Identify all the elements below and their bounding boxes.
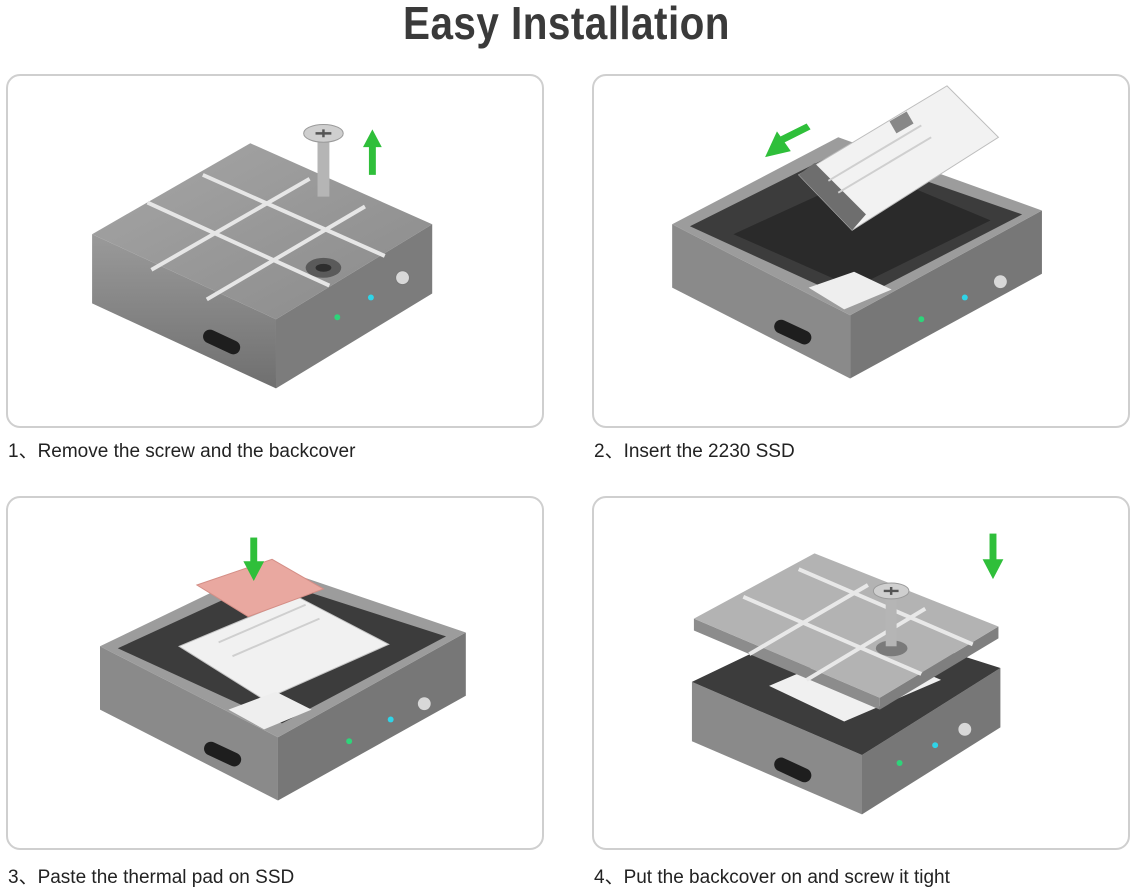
arrow-down-icon xyxy=(982,533,1004,580)
ssd-card xyxy=(797,85,1000,231)
step-4-image xyxy=(592,496,1130,850)
led-green xyxy=(918,316,925,323)
step-2-image xyxy=(592,74,1130,428)
step-2-caption: 2、Insert the 2230 SSD xyxy=(594,441,795,462)
usb-c-port xyxy=(774,319,812,345)
usb-c-port xyxy=(204,741,242,767)
arrow-up-icon xyxy=(362,129,382,175)
arrow-left-icon xyxy=(765,123,811,158)
led-green xyxy=(346,738,353,745)
step-3-image xyxy=(6,496,544,850)
backcover xyxy=(693,553,999,710)
screw-icon xyxy=(872,582,910,647)
led-green xyxy=(896,760,903,766)
thermal-pad-illustration xyxy=(100,537,466,801)
led-cyan xyxy=(961,294,968,301)
led-green xyxy=(334,314,341,321)
arrow-down-icon xyxy=(243,537,265,582)
screw-icon xyxy=(303,123,344,197)
insert-ssd-illustration xyxy=(672,85,1042,379)
step-3-caption: 3、Paste the thermal pad on SSD xyxy=(8,867,295,888)
usb-c-port xyxy=(203,329,241,355)
step-4-caption: 4、Put the backcover on and screw it tigh… xyxy=(594,867,950,888)
led-cyan xyxy=(367,294,374,301)
usb-c-port xyxy=(774,757,812,783)
step-1-image xyxy=(6,74,544,428)
backcover xyxy=(92,143,433,320)
backcover-on-illustration xyxy=(691,533,1004,815)
step-1-caption: 1、Remove the screw and the backcover xyxy=(8,441,356,462)
page-title: Easy Installation xyxy=(403,0,730,49)
led-cyan xyxy=(387,716,394,723)
led-cyan xyxy=(932,742,939,749)
enclosure-closed-illustration xyxy=(92,123,433,389)
